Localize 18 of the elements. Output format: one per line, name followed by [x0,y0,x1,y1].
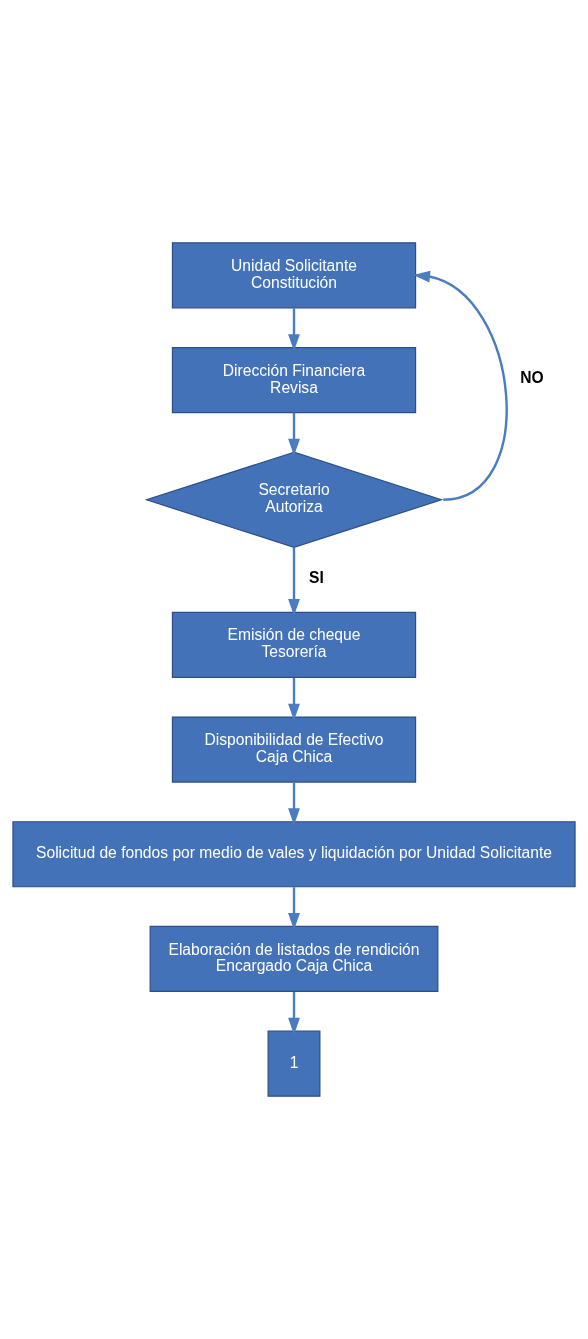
node-box: Disponibilidad de Efectivo Caja Chica [171,716,417,783]
edge-label: SI [309,568,324,586]
arrow [288,677,300,721]
arrow [288,782,300,826]
node-box: Elaboración de listados de rendición Encargado Caja Chica [149,925,439,993]
node-diamond: Secretario Autoriza [144,451,444,548]
arrow [288,412,300,456]
arrow [413,270,508,501]
node-box: Emisión de cheque Tesorería [171,611,417,678]
arrow [288,308,300,352]
node-box: Solicitud de fondos por medio de vales y liquidación por Unidad Solicitante [12,821,576,888]
arrow [288,887,300,930]
arrow [288,992,300,1035]
arrow [288,547,300,616]
node-box: Dirección Financiera Revisa [171,346,417,414]
node-box: Unidad Solicitante Constitución [171,242,417,309]
node-box: 1 [267,1030,321,1097]
edge-label: NO [520,368,544,386]
